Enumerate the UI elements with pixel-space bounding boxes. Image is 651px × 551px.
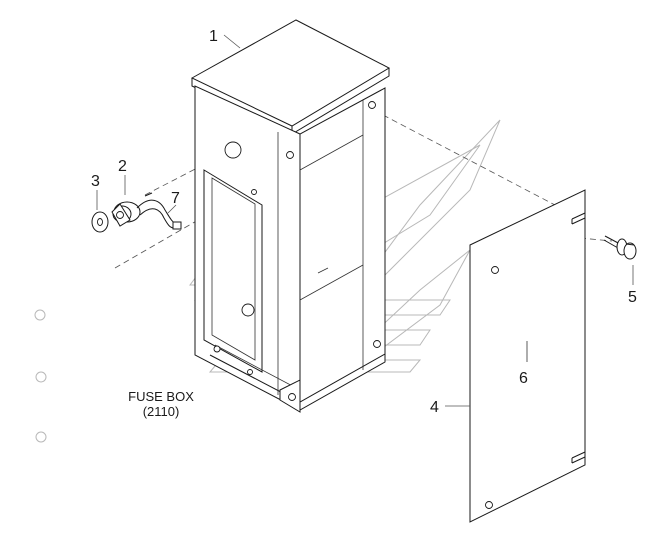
callout-3: 3 (91, 173, 100, 190)
callout-4: 4 (430, 399, 439, 416)
caption-code: (2110) (143, 404, 180, 419)
callout-7: 7 (171, 190, 180, 207)
cover-plate (469, 189, 586, 523)
margin-marks (34, 309, 47, 443)
washer (91, 211, 109, 233)
caption: FUSE BOX (2110) (128, 389, 194, 419)
callout-labels: 1 2 3 7 5 6 4 (91, 28, 637, 416)
fuse-box-housing (190, 19, 391, 413)
bolt-nut-assembly (603, 235, 637, 260)
callout-2: 2 (118, 158, 127, 175)
callout-1: 1 (209, 28, 218, 45)
callout-6: 6 (519, 370, 528, 387)
callout-5: 5 (628, 289, 637, 306)
rotary-switch (111, 201, 141, 227)
wire-harness (136, 192, 182, 230)
leader-lines (96, 34, 634, 407)
caption-title: FUSE BOX (128, 389, 194, 404)
